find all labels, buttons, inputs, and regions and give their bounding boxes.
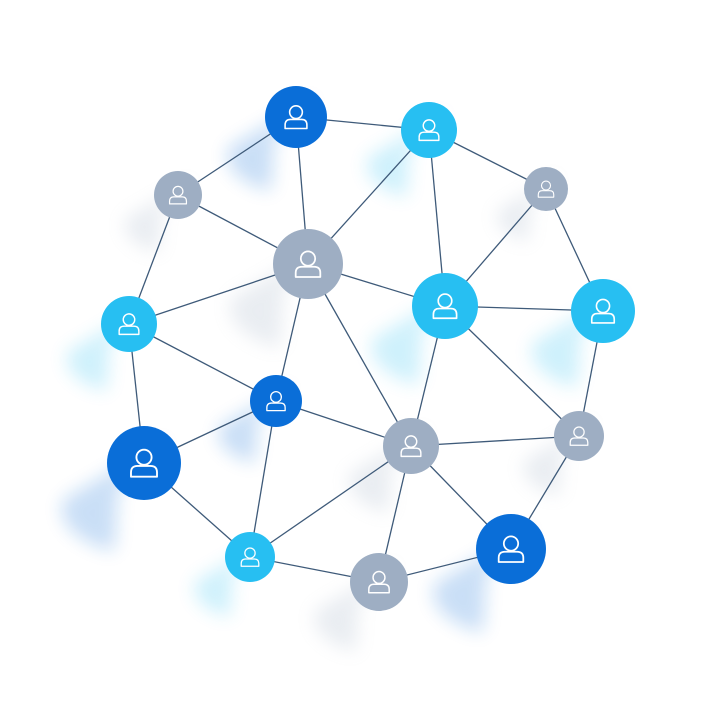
node-circle <box>225 532 275 582</box>
node-circle <box>273 229 343 299</box>
node-shadow <box>433 524 536 633</box>
user-node-n2 <box>401 102 457 158</box>
user-node-n6 <box>101 296 157 352</box>
user-node-n4 <box>524 167 568 211</box>
node-circle <box>350 553 408 611</box>
node-shadow <box>218 382 295 464</box>
node-circle <box>101 296 157 352</box>
node-circle <box>107 426 181 500</box>
node-circle <box>401 102 457 158</box>
user-node-n9 <box>250 375 302 427</box>
user-node-n8 <box>571 279 635 343</box>
node-circle <box>571 279 635 343</box>
node-shadow <box>61 437 170 552</box>
node-circle <box>250 375 302 427</box>
node-circle <box>476 514 546 584</box>
node-shadow <box>314 561 400 652</box>
node-shadow <box>227 95 318 192</box>
node-shadow <box>371 282 469 386</box>
node-shadow <box>194 539 268 617</box>
user-node-n1 <box>265 86 327 148</box>
connection-line <box>249 445 412 558</box>
node-shadow <box>66 304 149 392</box>
user-node-n3 <box>154 171 202 219</box>
node-circle <box>154 171 202 219</box>
user-node-n15 <box>476 514 546 584</box>
node-circle <box>265 86 327 148</box>
node-shadow <box>124 178 195 253</box>
node-shadow <box>531 288 626 388</box>
user-node-n7 <box>412 273 478 339</box>
user-node-n13 <box>225 532 275 582</box>
node-circle <box>412 273 478 339</box>
user-node-n10 <box>107 426 181 500</box>
node-shadow <box>348 426 431 514</box>
node-shadow <box>230 239 333 348</box>
connection-line <box>249 400 277 558</box>
node-circle <box>383 418 439 474</box>
node-circle <box>554 411 604 461</box>
user-node-n14 <box>350 553 408 611</box>
connection-line <box>410 435 580 447</box>
node-circle <box>524 167 568 211</box>
user-node-n11 <box>383 418 439 474</box>
node-shadow <box>523 418 597 496</box>
user-nodes <box>101 86 635 611</box>
user-node-n5 <box>273 229 343 299</box>
user-node-n12 <box>554 411 604 461</box>
